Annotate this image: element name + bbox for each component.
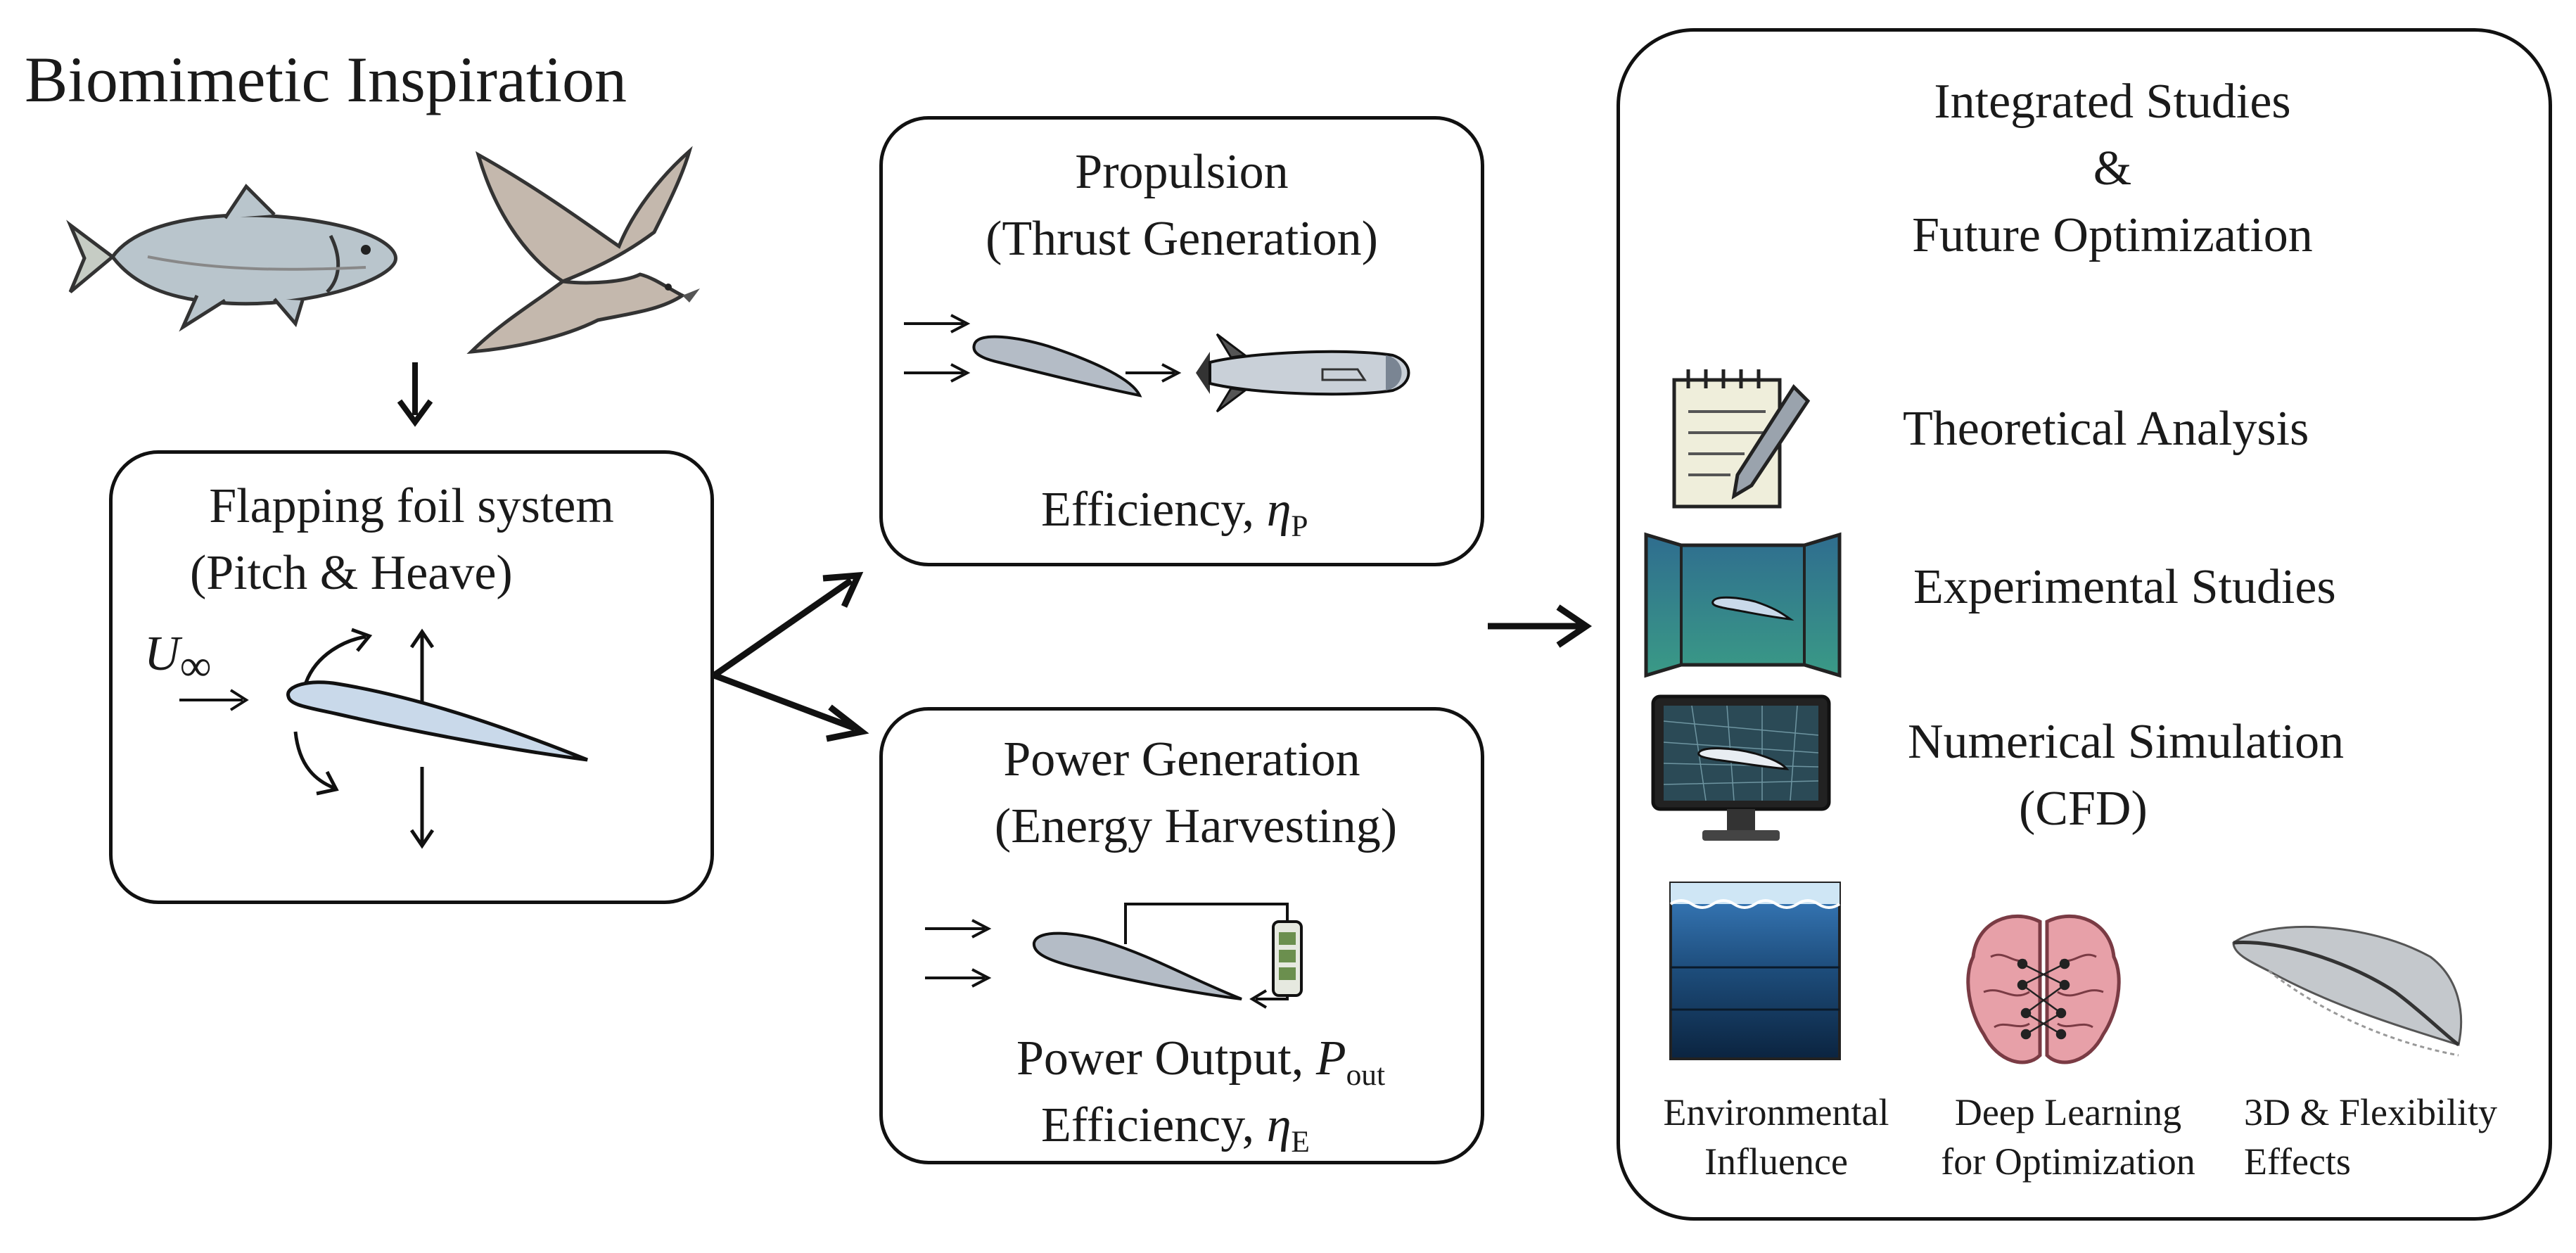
brain-icon xyxy=(1966,914,2121,1064)
bird-icon xyxy=(466,146,700,355)
flexibility-label-line1: 3D & Flexibility xyxy=(2244,1091,2498,1133)
integrated-title-line1: Integrated Studies xyxy=(1934,75,2291,129)
cfd-monitor-icon xyxy=(1651,694,1831,841)
right-arrow-icon xyxy=(1488,604,1593,648)
freestream-arrow-icon xyxy=(179,689,249,711)
flapping-subtitle: (Pitch & Heave) xyxy=(190,546,513,600)
theoretical-analysis-label: Theoretical Analysis xyxy=(1903,402,2309,456)
notepad-pencil-icon xyxy=(1672,369,1811,509)
fish-icon xyxy=(66,184,397,332)
integrated-title-line3: Future Optimization xyxy=(1912,208,2313,262)
flapping-title: Flapping foil system xyxy=(209,479,614,533)
biomimetic-title: Biomimetic Inspiration xyxy=(25,44,627,115)
deep-learning-label-line1: Deep Learning xyxy=(1954,1091,2182,1133)
power-title: Power Generation xyxy=(1003,732,1360,787)
flapping-foil-icon xyxy=(286,628,588,849)
down-arrow-icon xyxy=(397,362,433,427)
power-subtitle: (Energy Harvesting) xyxy=(994,799,1398,853)
3d-wing-icon xyxy=(2232,925,2463,1057)
split-arrows-icon xyxy=(712,571,869,742)
power-generation-box xyxy=(879,707,1484,1164)
deep-learning-label-line2: for Optimization xyxy=(1941,1140,2195,1183)
propulsion-subtitle: (Thrust Generation) xyxy=(986,212,1378,266)
power-output: Power Output, Pout xyxy=(1016,1031,1386,1092)
numerical-simulation-label: Numerical Simulation xyxy=(1908,715,2345,769)
wind-tunnel-icon xyxy=(1644,532,1842,678)
ocean-icon xyxy=(1669,882,1841,1060)
flapping-foil-box xyxy=(109,450,714,904)
freestream-label: U∞ xyxy=(144,627,212,690)
cfd-label: (CFD) xyxy=(2019,782,2148,836)
environmental-label-line2: Influence xyxy=(1704,1140,1848,1183)
propulsion-efficiency: Efficiency, ηP xyxy=(1041,483,1308,543)
integrated-title-line2: & xyxy=(2093,141,2132,196)
propulsion-title: Propulsion xyxy=(1075,145,1289,199)
experimental-studies-label: Experimental Studies xyxy=(1913,560,2336,614)
environmental-label-line1: Environmental xyxy=(1663,1091,1889,1133)
energy-harvesting-icon xyxy=(925,903,1303,1009)
power-efficiency: Efficiency, ηE xyxy=(1041,1098,1310,1159)
flexibility-label-line2: Effects xyxy=(2244,1140,2351,1183)
propulsion-diagram-icon xyxy=(904,314,1410,413)
